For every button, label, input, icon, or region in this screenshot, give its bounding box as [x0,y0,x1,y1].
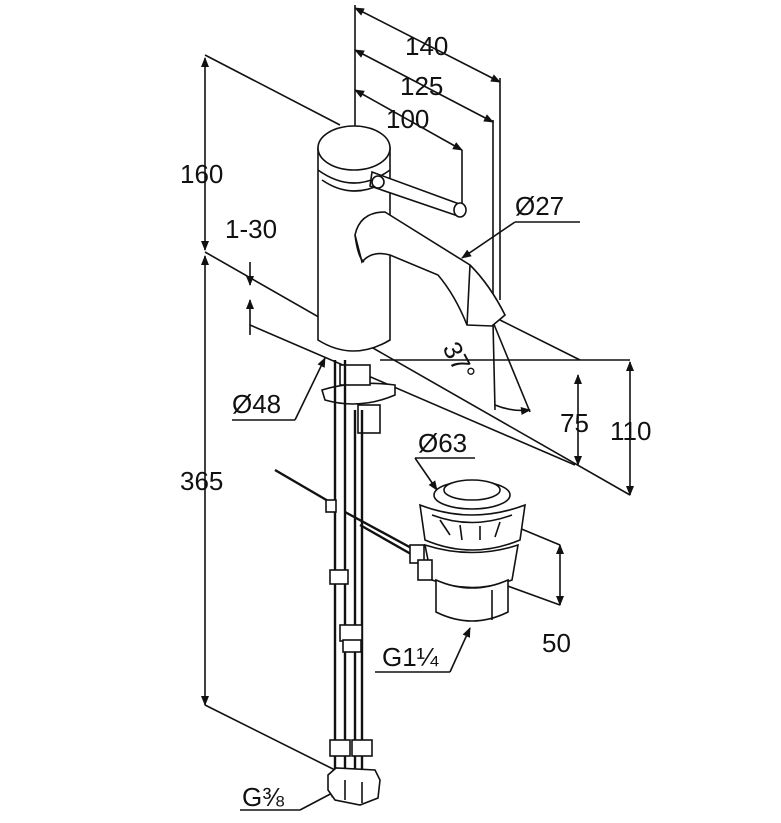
label-110: 110 [610,416,651,446]
label-angle-37: 37° [437,337,482,386]
leader-lines [232,221,580,811]
label-1-30: 1-30 [225,214,277,244]
spout [354,211,506,327]
dimension-lines [201,7,634,771]
label-thread-g3-8: G⅜ [242,782,284,812]
label-365: 365 [180,466,223,496]
label-diameter-27: Ø27 [515,191,564,221]
extension-lines [204,5,631,496]
label-50: 50 [542,628,571,658]
label-thread-g1-1-4: G1¼ [382,642,439,672]
dimension-labels: 140 125 100 160 1-30 Ø27 37° Ø48 75 110 … [180,31,651,812]
waste-drain [417,479,526,622]
popup-rod [274,468,425,564]
dim-line-100 [354,89,463,151]
label-diameter-63: Ø63 [418,428,467,458]
label-140: 140 [405,31,448,61]
label-125: 125 [400,71,443,101]
supply-hoses [321,360,396,806]
label-100: 100 [386,104,429,134]
label-75: 75 [560,408,589,438]
dim-line-125 [354,49,494,123]
hose-nut [327,767,381,806]
label-diameter-48: Ø48 [232,389,281,419]
faucet [317,125,506,352]
angle-arc-37 [492,321,531,413]
mounting-base [321,382,396,405]
label-160: 160 [180,159,223,189]
faucet-body [317,147,391,352]
faucet-top-cap [317,125,391,171]
